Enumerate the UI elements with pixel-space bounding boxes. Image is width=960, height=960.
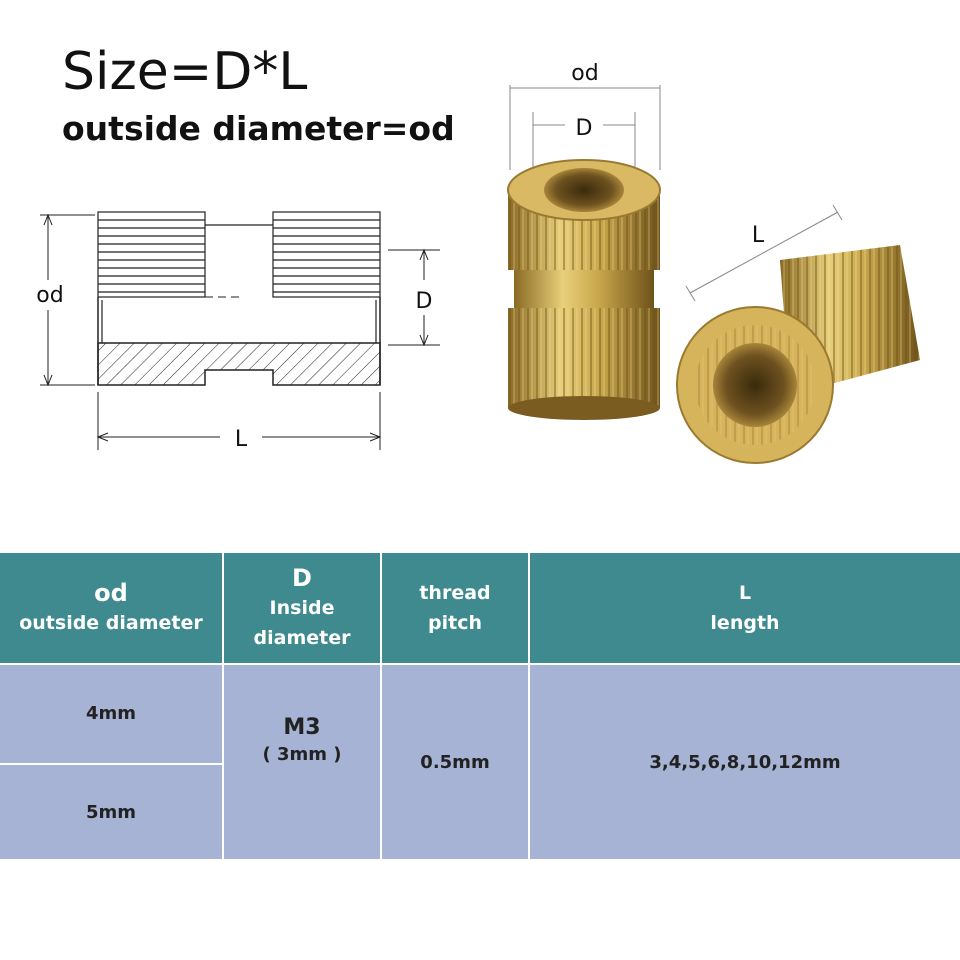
size-formula-title: Size=D*L bbox=[62, 42, 308, 102]
header-pitch-line2: pitch bbox=[428, 612, 482, 634]
photo-od-label: od bbox=[571, 61, 598, 86]
header-od-subtitle: outside diameter bbox=[19, 612, 203, 634]
pitch-value: 0.5mm bbox=[420, 751, 490, 773]
cell-od-4mm: 4mm bbox=[0, 665, 222, 763]
hatched-wall bbox=[97, 342, 381, 386]
header-od: od outside diameter bbox=[0, 553, 222, 663]
od-value-2: 5mm bbox=[85, 801, 137, 823]
length-values: 3,4,5,6,8,10,12mm bbox=[649, 751, 841, 773]
cell-d: M3 ( 3mm ) bbox=[224, 665, 380, 859]
brass-insert-photo: od D L bbox=[507, 61, 920, 464]
d-subvalue: ( 3mm ) bbox=[262, 744, 342, 765]
header-length: L length bbox=[530, 553, 960, 663]
knurl-left-block bbox=[97, 211, 206, 298]
spec-table: od outside diameter D Inside diameter th… bbox=[0, 553, 960, 859]
header-pitch: thread pitch bbox=[382, 553, 528, 663]
header-d-title: D bbox=[292, 564, 312, 592]
cell-pitch: 0.5mm bbox=[382, 665, 528, 859]
diagram-od-label: od bbox=[36, 283, 63, 308]
header-length-title: L bbox=[738, 582, 752, 604]
header-od-title: od bbox=[94, 579, 128, 607]
photo-l-label: L bbox=[752, 223, 765, 248]
header-d: D Inside diameter bbox=[224, 553, 380, 663]
standing-insert bbox=[507, 159, 661, 420]
od-value-1: 4mm bbox=[85, 702, 137, 724]
d-value: M3 bbox=[283, 715, 321, 740]
cell-od-5mm: 5mm bbox=[0, 765, 222, 859]
lying-insert bbox=[676, 245, 920, 464]
knurl-right-block bbox=[272, 211, 381, 298]
od-definition-subtitle: outside diameter=od bbox=[62, 109, 455, 148]
diagram-l-label: L bbox=[235, 427, 248, 452]
cross-section-diagram: od D L bbox=[26, 211, 440, 452]
header-d-line1: Inside bbox=[269, 597, 335, 619]
header-length-subtitle: length bbox=[710, 612, 780, 634]
header-pitch-line1: thread bbox=[419, 582, 491, 604]
diagram-d-label: D bbox=[416, 289, 433, 314]
cell-length: 3,4,5,6,8,10,12mm bbox=[530, 665, 960, 859]
header-d-line2: diameter bbox=[253, 627, 351, 649]
photo-d-label: D bbox=[576, 116, 593, 141]
